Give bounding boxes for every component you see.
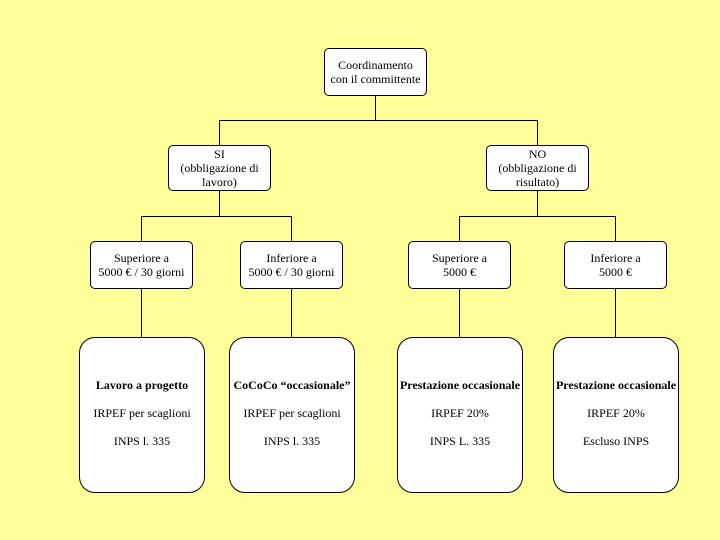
yes-above-node: Superiore a 5000 € / 30 giorni [90,241,193,289]
leaf2-line2: INPS l. 335 [263,434,321,448]
yes-node: SI (obbligazione di lavoro) [168,145,271,191]
no-above-line1: Superiore a [432,251,487,265]
no-above-node: Superiore a 5000 € [408,241,511,289]
leaf2-line1: IRPEF per scaglioni [243,406,341,420]
no-below-line2: 5000 € [599,265,632,279]
leaf1-title: Lavoro a progetto [95,378,189,392]
leaf4-line1: IRPEF 20% [587,406,645,420]
leaf1-line2: INPS l. 335 [113,434,171,448]
yes-line3: lavoro) [202,175,237,189]
leaf3-title: Prestazione occasionale [399,378,521,392]
leaf-prestazione-occasionale-escluso: Prestazione occasionale IRPEF 20% Esclus… [553,337,679,493]
yes-above-line2: 5000 € / 30 giorni [98,265,185,279]
yes-below-line1: Inferiore a [266,251,317,265]
leaf4-line2: Escluso INPS [582,434,650,448]
no-below-node: Inferiore a 5000 € [564,241,667,289]
root-line2: con il committente [330,72,421,86]
leaf-cococo-occasionale: CoCoCo “occasionale” IRPEF per scaglioni… [229,337,355,493]
yes-line1: SI [214,147,225,161]
no-line1: NO [528,147,547,161]
no-node: NO (obbligazione di risultato) [486,145,589,191]
leaf4-title: Prestazione occasionale [555,378,677,392]
yes-line2: (obbligazione di [180,161,259,175]
leaf2-title: CoCoCo “occasionale” [233,378,351,392]
yes-below-node: Inferiore a 5000 € / 30 giorni [240,241,343,289]
leaf-lavoro-a-progetto: Lavoro a progetto IRPEF per scaglioni IN… [79,337,205,493]
leaf-prestazione-occasionale-inps: Prestazione occasionale IRPEF 20% INPS L… [397,337,523,493]
leaf1-line1: IRPEF per scaglioni [93,406,191,420]
no-line2: (obbligazione di [498,161,577,175]
leaf3-line1: IRPEF 20% [431,406,489,420]
root-line1: Coordinamento [338,58,413,72]
yes-above-line1: Superiore a [114,251,169,265]
no-above-line2: 5000 € [443,265,476,279]
no-line3: risultato) [515,175,560,189]
yes-below-line2: 5000 € / 30 giorni [248,265,335,279]
leaf3-line2: INPS L. 335 [429,434,491,448]
no-below-line1: Inferiore a [590,251,641,265]
root-node: Coordinamento con il committente [324,48,427,96]
